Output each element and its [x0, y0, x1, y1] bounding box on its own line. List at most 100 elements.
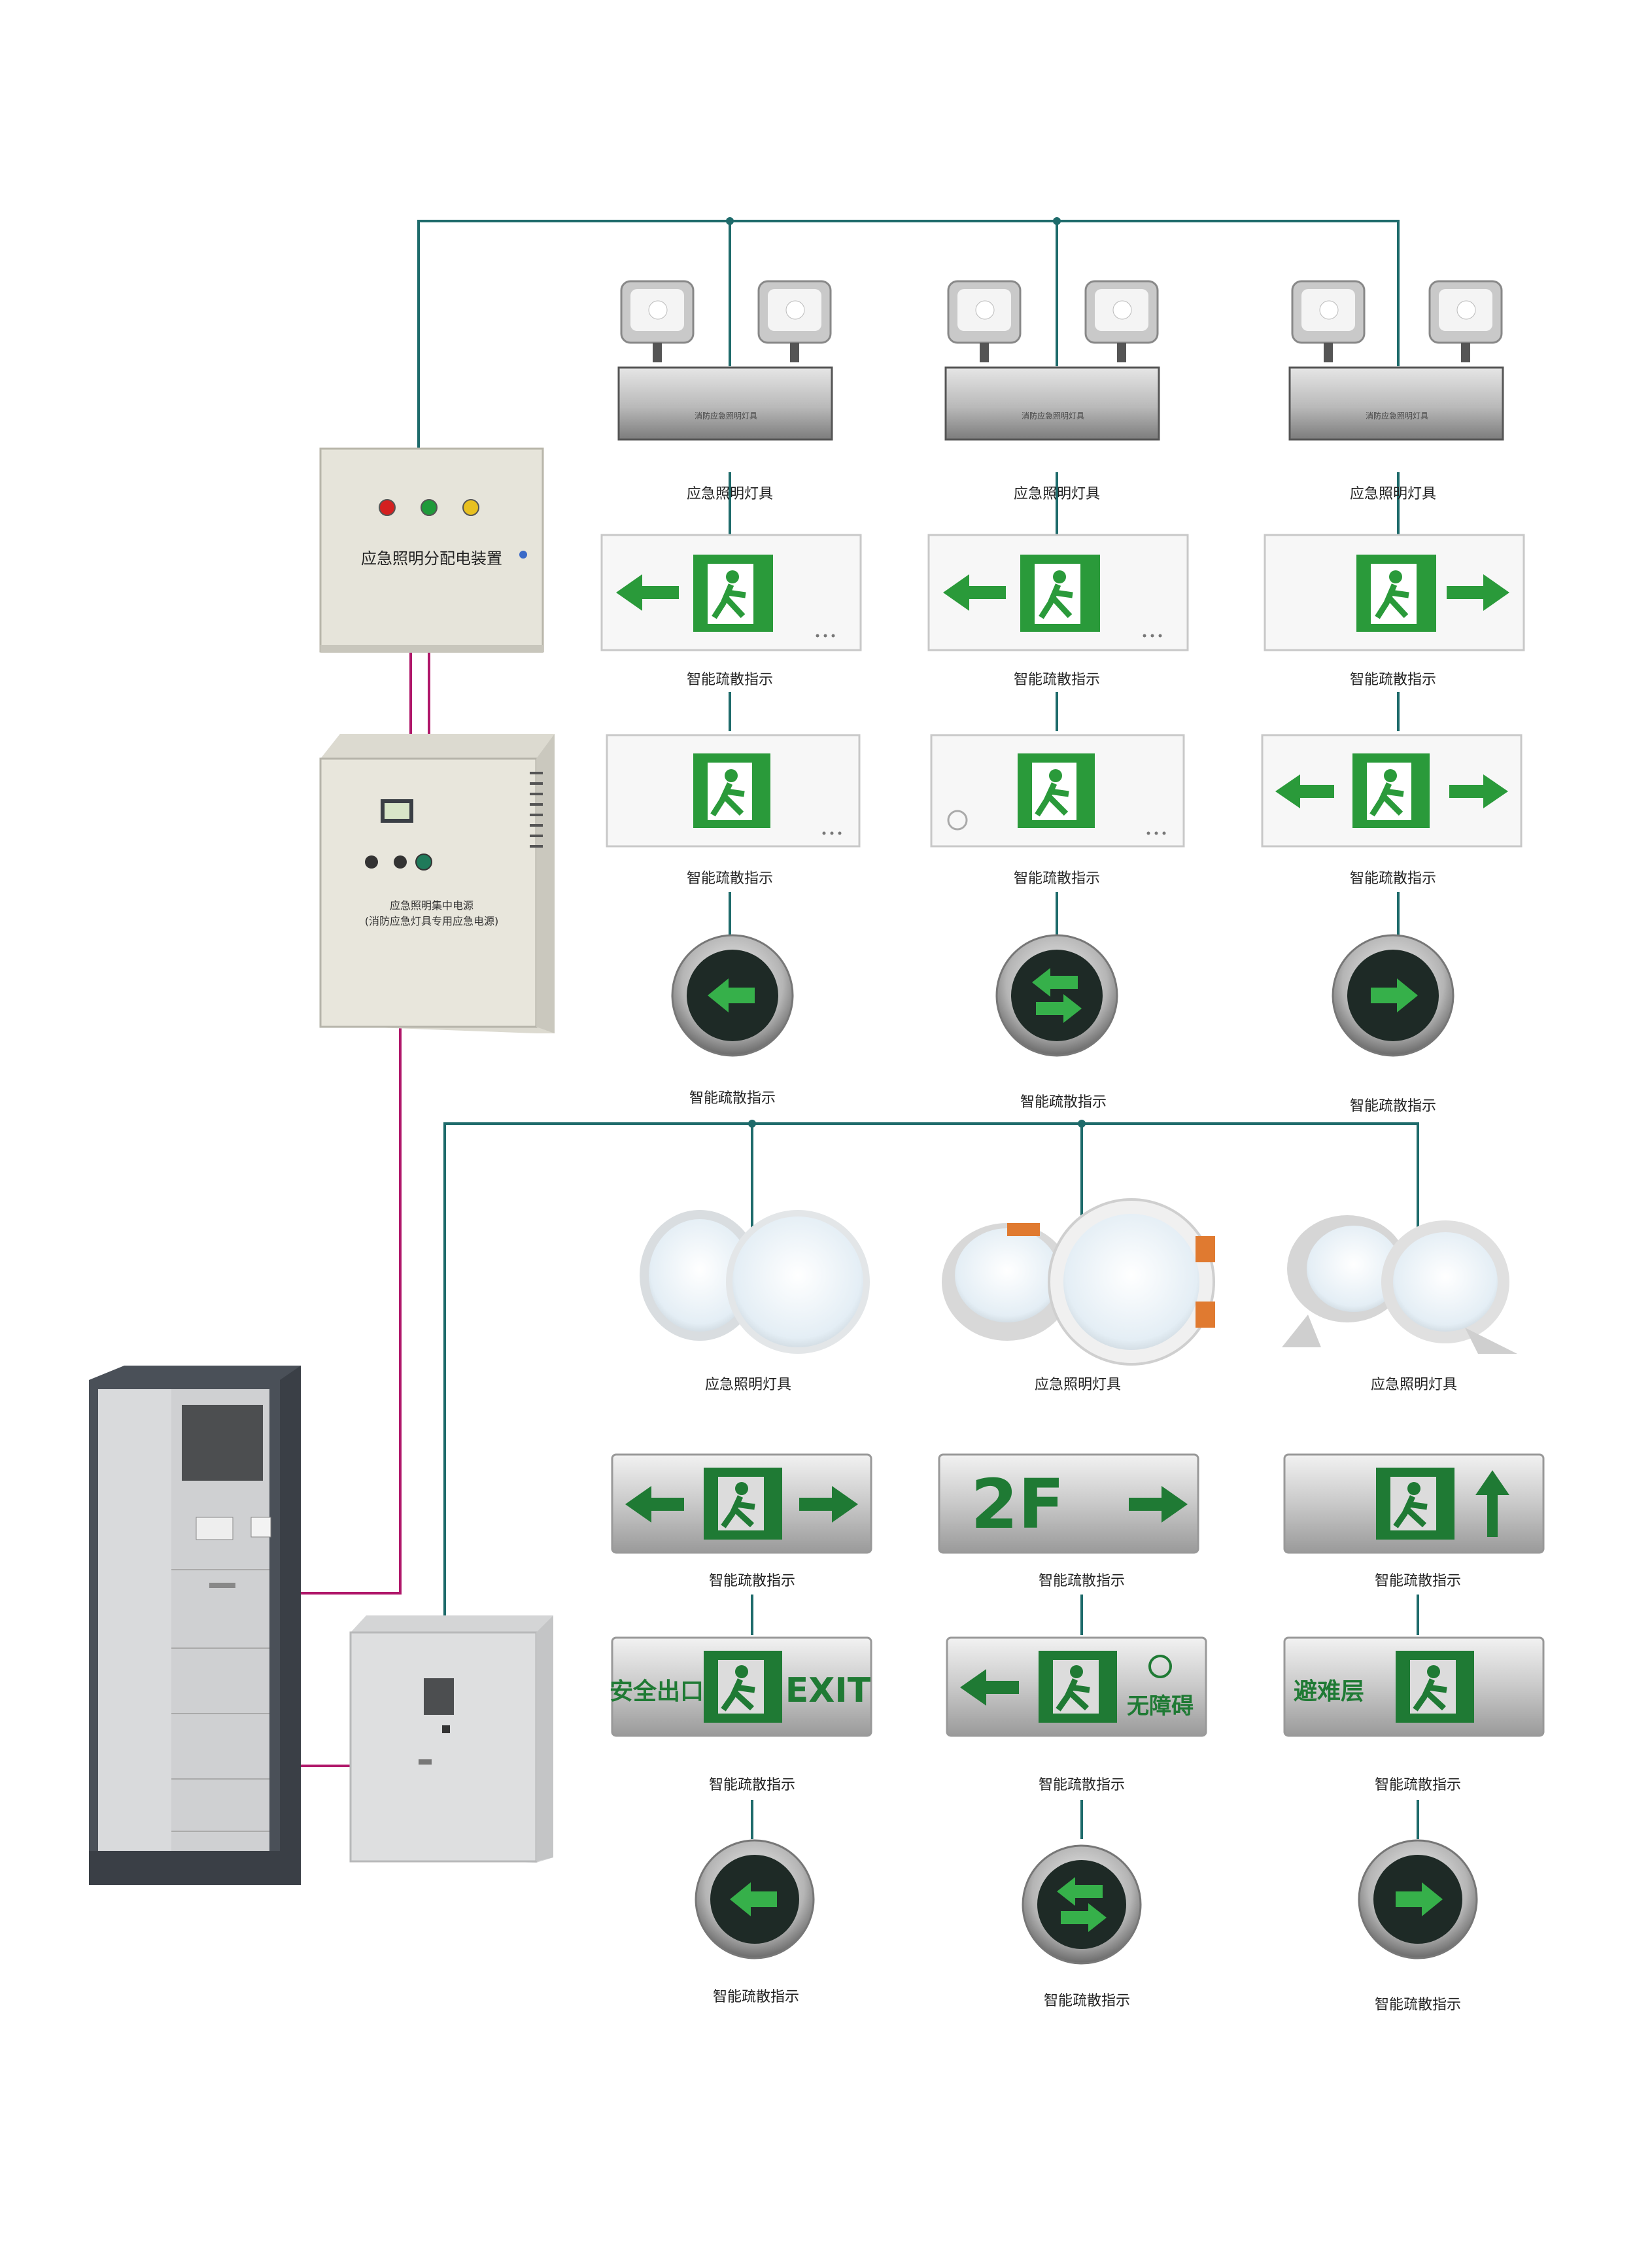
sign-label: 智能疏散指示 [1375, 1777, 1461, 1793]
safe-exit-text: 安全出口 [610, 1678, 704, 1705]
exit-sign-double-arrow [611, 1453, 872, 1554]
control-knob [365, 855, 378, 869]
svg-text:消防应急照明灯具: 消防应急照明灯具 [1366, 411, 1428, 421]
arrow-right-icon [1129, 1486, 1188, 1523]
upper-lamp-group: 消防应急照明灯具 消防应急照明灯具 消防应急照明灯具 应急照明灯具 [617, 280, 1504, 502]
lower-sign-row-2: 安全出口 EXIT 无障碍 避难层 智能疏散指示 智能疏散指示 智 [610, 1636, 1545, 1793]
lcd-screen [424, 1678, 454, 1715]
floor-indicator-bidirectional [995, 934, 1118, 1057]
sign-label: 智能疏散指示 [687, 871, 773, 887]
accessible-exit-sign: 无障碍 [946, 1636, 1207, 1737]
sign-label: 智能疏散指示 [713, 1989, 799, 2005]
sign-label: 智能疏散指示 [687, 672, 773, 688]
round-panel-lamp [640, 1210, 870, 1354]
sign-label: 智能疏散指示 [1375, 1997, 1461, 2013]
floor-sign: 2F [938, 1453, 1199, 1554]
sign-label: 智能疏散指示 [1350, 672, 1436, 688]
lamp-label: 应急照明灯具 [687, 486, 773, 502]
sign-label: 智能疏散指示 [1350, 1098, 1436, 1114]
exit-sign-left-arrow [927, 534, 1189, 651]
power-wires [298, 651, 430, 1767]
sign-label: 智能疏散指示 [1020, 1094, 1107, 1111]
lower-lamp-group: 应急照明灯具 应急照明灯具 应急照明灯具 [640, 1198, 1517, 1393]
arrow-right-icon [1036, 994, 1082, 1023]
upper-sign-row-1: 智能疏散指示 智能疏散指示 智能疏散指示 [600, 534, 1525, 688]
control-knob [394, 855, 407, 869]
floor-indicator-left [671, 934, 794, 1057]
sign-label: 智能疏散指示 [1350, 871, 1436, 887]
sign-label: 智能疏散指示 [689, 1090, 776, 1107]
floor-indicator-right [1332, 934, 1454, 1057]
arrow-right-icon [799, 1486, 858, 1523]
arrow-right-icon [1371, 978, 1418, 1012]
exit-sign-right-arrow [1264, 534, 1525, 651]
exit-sign-double-arrow [1261, 734, 1523, 848]
control-knob [415, 854, 432, 871]
lower-floor-indicators: 智能疏散指示 智能疏散指示 智能疏散指示 [695, 1839, 1478, 2013]
twin-head-emergency-lamp: 消防应急照明灯具 [1288, 280, 1504, 441]
arrow-left-icon [625, 1486, 684, 1523]
keypad [196, 1517, 233, 1540]
lamp-label: 应急照明灯具 [1035, 1377, 1121, 1393]
lamp-label: 应急照明灯具 [705, 1377, 791, 1393]
yellow-indicator-lamp [462, 499, 479, 516]
svg-text:消防应急照明灯具: 消防应急照明灯具 [1022, 411, 1084, 421]
arrow-right-icon [1447, 574, 1509, 611]
safe-exit-sign: 安全出口 EXIT [610, 1636, 872, 1737]
refuge-floor-sign: 避难层 [1283, 1636, 1545, 1737]
arrow-left-icon [1057, 1877, 1103, 1906]
central-power-label-line1: 应急照明集中电源 [390, 899, 473, 912]
upper-floor-indicators: 智能疏散指示 智能疏散指示 智能疏散指示 [671, 934, 1454, 1114]
arrow-right-icon [1396, 1882, 1443, 1916]
monitor-screen [182, 1405, 263, 1481]
accessible-text: 无障碍 [1127, 1693, 1194, 1719]
arrow-left-icon [616, 574, 679, 611]
arrow-left-icon [730, 1882, 777, 1916]
floor-indicator-left [695, 1839, 815, 1959]
control-host-cabinet [89, 1366, 301, 1885]
bus-wires-lower [443, 1120, 1419, 1839]
exit-sign [606, 734, 861, 848]
key-lock-icon [519, 551, 527, 559]
wheelchair-icon [1148, 1655, 1172, 1678]
sign-label: 智能疏散指示 [1039, 1573, 1125, 1589]
arrow-left-icon [960, 1669, 1019, 1706]
distribution-box: 应急照明分配电装置 [319, 447, 544, 653]
lamp-label: 应急照明灯具 [1371, 1377, 1457, 1393]
downlight-lamp [942, 1198, 1215, 1366]
arrow-right-icon [1449, 774, 1508, 808]
arrow-right-icon [1061, 1903, 1107, 1932]
arrow-left-icon [708, 978, 755, 1012]
exit-sign-left-arrow [600, 534, 862, 651]
spot-emergency-lamp [1282, 1215, 1517, 1354]
arrow-left-icon [1275, 774, 1334, 808]
sign-label: 智能疏散指示 [1375, 1573, 1461, 1589]
refuge-text: 避难层 [1294, 1678, 1364, 1705]
lamp-label: 应急照明灯具 [1014, 486, 1100, 502]
central-power-supply: 应急照明集中电源 (消防应急灯具专用应急电源) [319, 734, 555, 1033]
sign-label: 智能疏散指示 [709, 1777, 795, 1793]
central-power-label-line2: (消防应急灯具专用应急电源) [365, 915, 499, 927]
exit-sign-up-arrow [1283, 1453, 1545, 1554]
arrow-left-icon [943, 574, 1006, 611]
svg-text:消防应急照明灯具: 消防应急照明灯具 [695, 411, 757, 421]
green-indicator-lamp [421, 499, 438, 516]
floor-sign-text: 2F [971, 1464, 1064, 1544]
speaker-icon [947, 810, 968, 831]
twin-head-emergency-lamp: 消防应急照明灯具 [944, 280, 1160, 441]
sign-label: 智能疏散指示 [1044, 1993, 1130, 2009]
floor-indicator-right [1358, 1839, 1478, 1959]
exit-sign [930, 734, 1185, 848]
bus-wires-upper [417, 217, 1400, 935]
sign-label: 智能疏散指示 [1014, 871, 1100, 887]
twin-head-emergency-lamp: 消防应急照明灯具 [617, 280, 833, 441]
arrow-up-icon [1475, 1470, 1509, 1537]
lower-sign-row-1: 2F 智能疏散指示 智能疏散指示 智能疏散指示 [611, 1453, 1545, 1589]
sign-label: 智能疏散指示 [1039, 1777, 1125, 1793]
lamp-label: 应急照明灯具 [1350, 486, 1436, 502]
sign-label: 智能疏散指示 [1014, 672, 1100, 688]
arrow-left-icon [1032, 968, 1078, 997]
lower-power-box [349, 1615, 553, 1863]
upper-sign-row-2: 智能疏散指示 智能疏散指示 智能疏散指示 [606, 734, 1523, 887]
